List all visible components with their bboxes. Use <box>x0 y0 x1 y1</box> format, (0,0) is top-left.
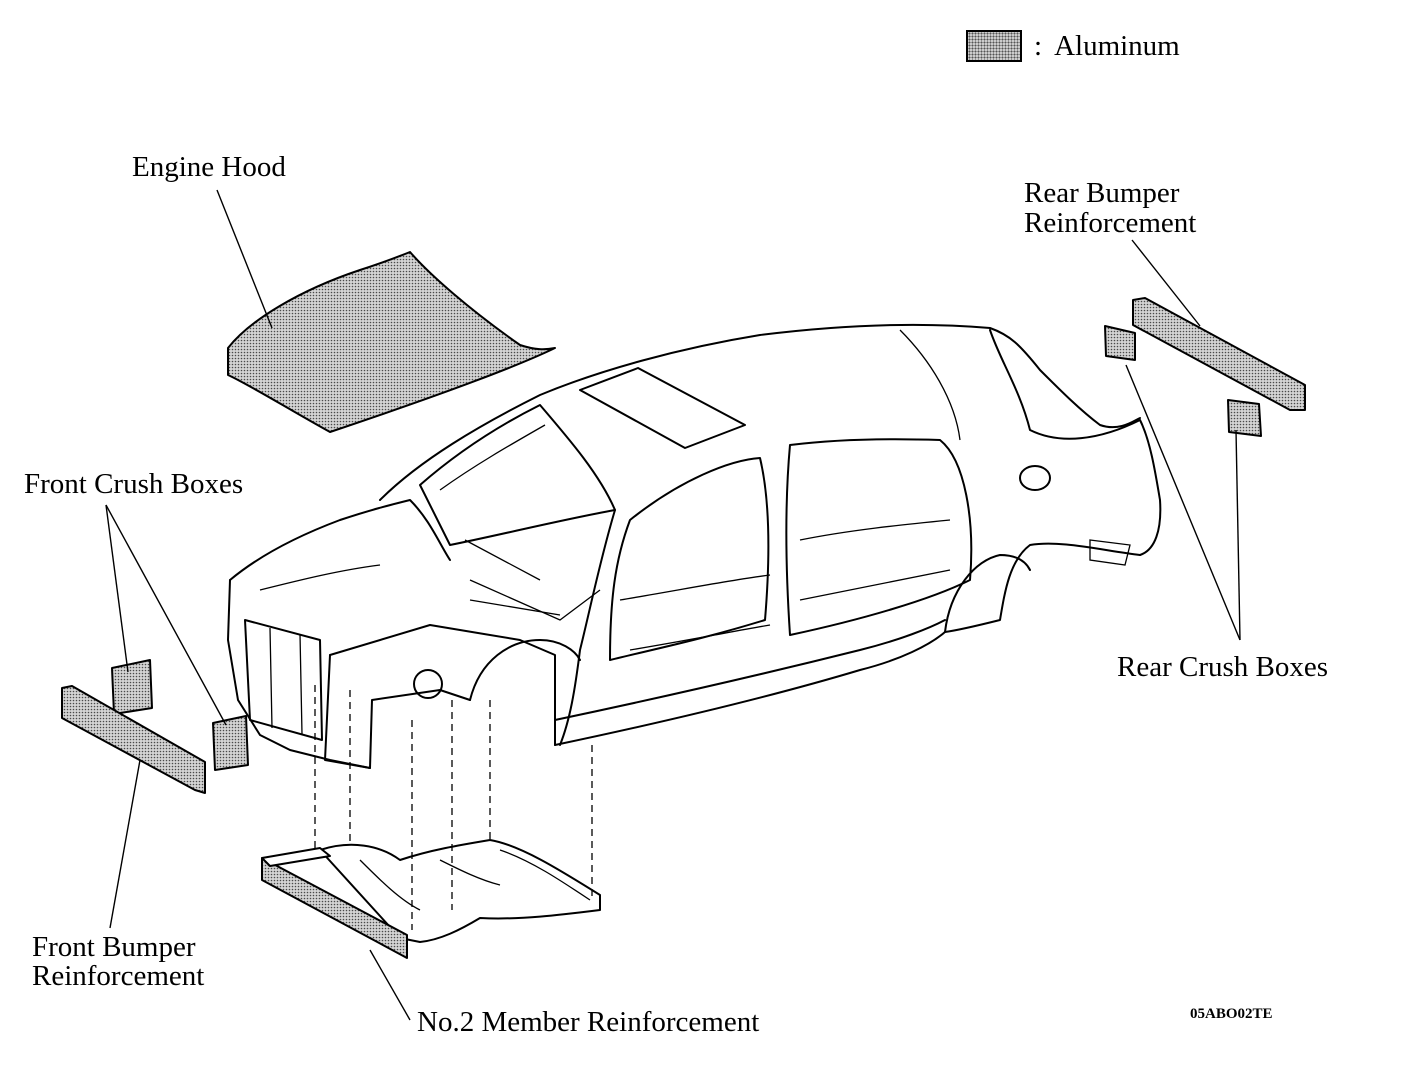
figure-code: 05ABO02TE <box>1190 1006 1273 1022</box>
engine-hood-part <box>227 251 556 433</box>
leader-lines <box>105 189 1241 1021</box>
label-front-bumper-line1: Front Bumper <box>32 931 196 963</box>
alignment-lines <box>314 685 593 930</box>
legend-colon: : <box>1034 29 1043 62</box>
label-engine-hood: Engine Hood <box>132 151 286 183</box>
label-no2-member: No.2 Member Reinforcement <box>417 1006 760 1038</box>
legend-text: Aluminum <box>1054 29 1180 62</box>
front-bumper-reinforcement-part <box>61 685 206 794</box>
car-body-shell <box>227 323 1162 769</box>
rear-crush-box-left <box>1104 325 1136 361</box>
front-crush-box-left <box>111 659 153 715</box>
rear-crush-box-right <box>1227 399 1262 437</box>
aluminum-swatch <box>966 30 1022 62</box>
label-front-bumper-line2: Reinforcement <box>32 960 205 992</box>
rear-bumper-reinforcement-part <box>1132 297 1306 411</box>
no2-member-reinforcement-part <box>261 839 601 959</box>
label-rear-crush-boxes: Rear Crush Boxes <box>1117 651 1329 683</box>
front-crush-box-right <box>212 715 249 771</box>
label-rear-bumper-line1: Rear Bumper <box>1024 177 1180 209</box>
label-front-crush-boxes: Front Crush Boxes <box>24 468 244 500</box>
label-rear-bumper-line2: Reinforcement <box>1024 207 1197 239</box>
legend: : Aluminum <box>966 28 1180 64</box>
